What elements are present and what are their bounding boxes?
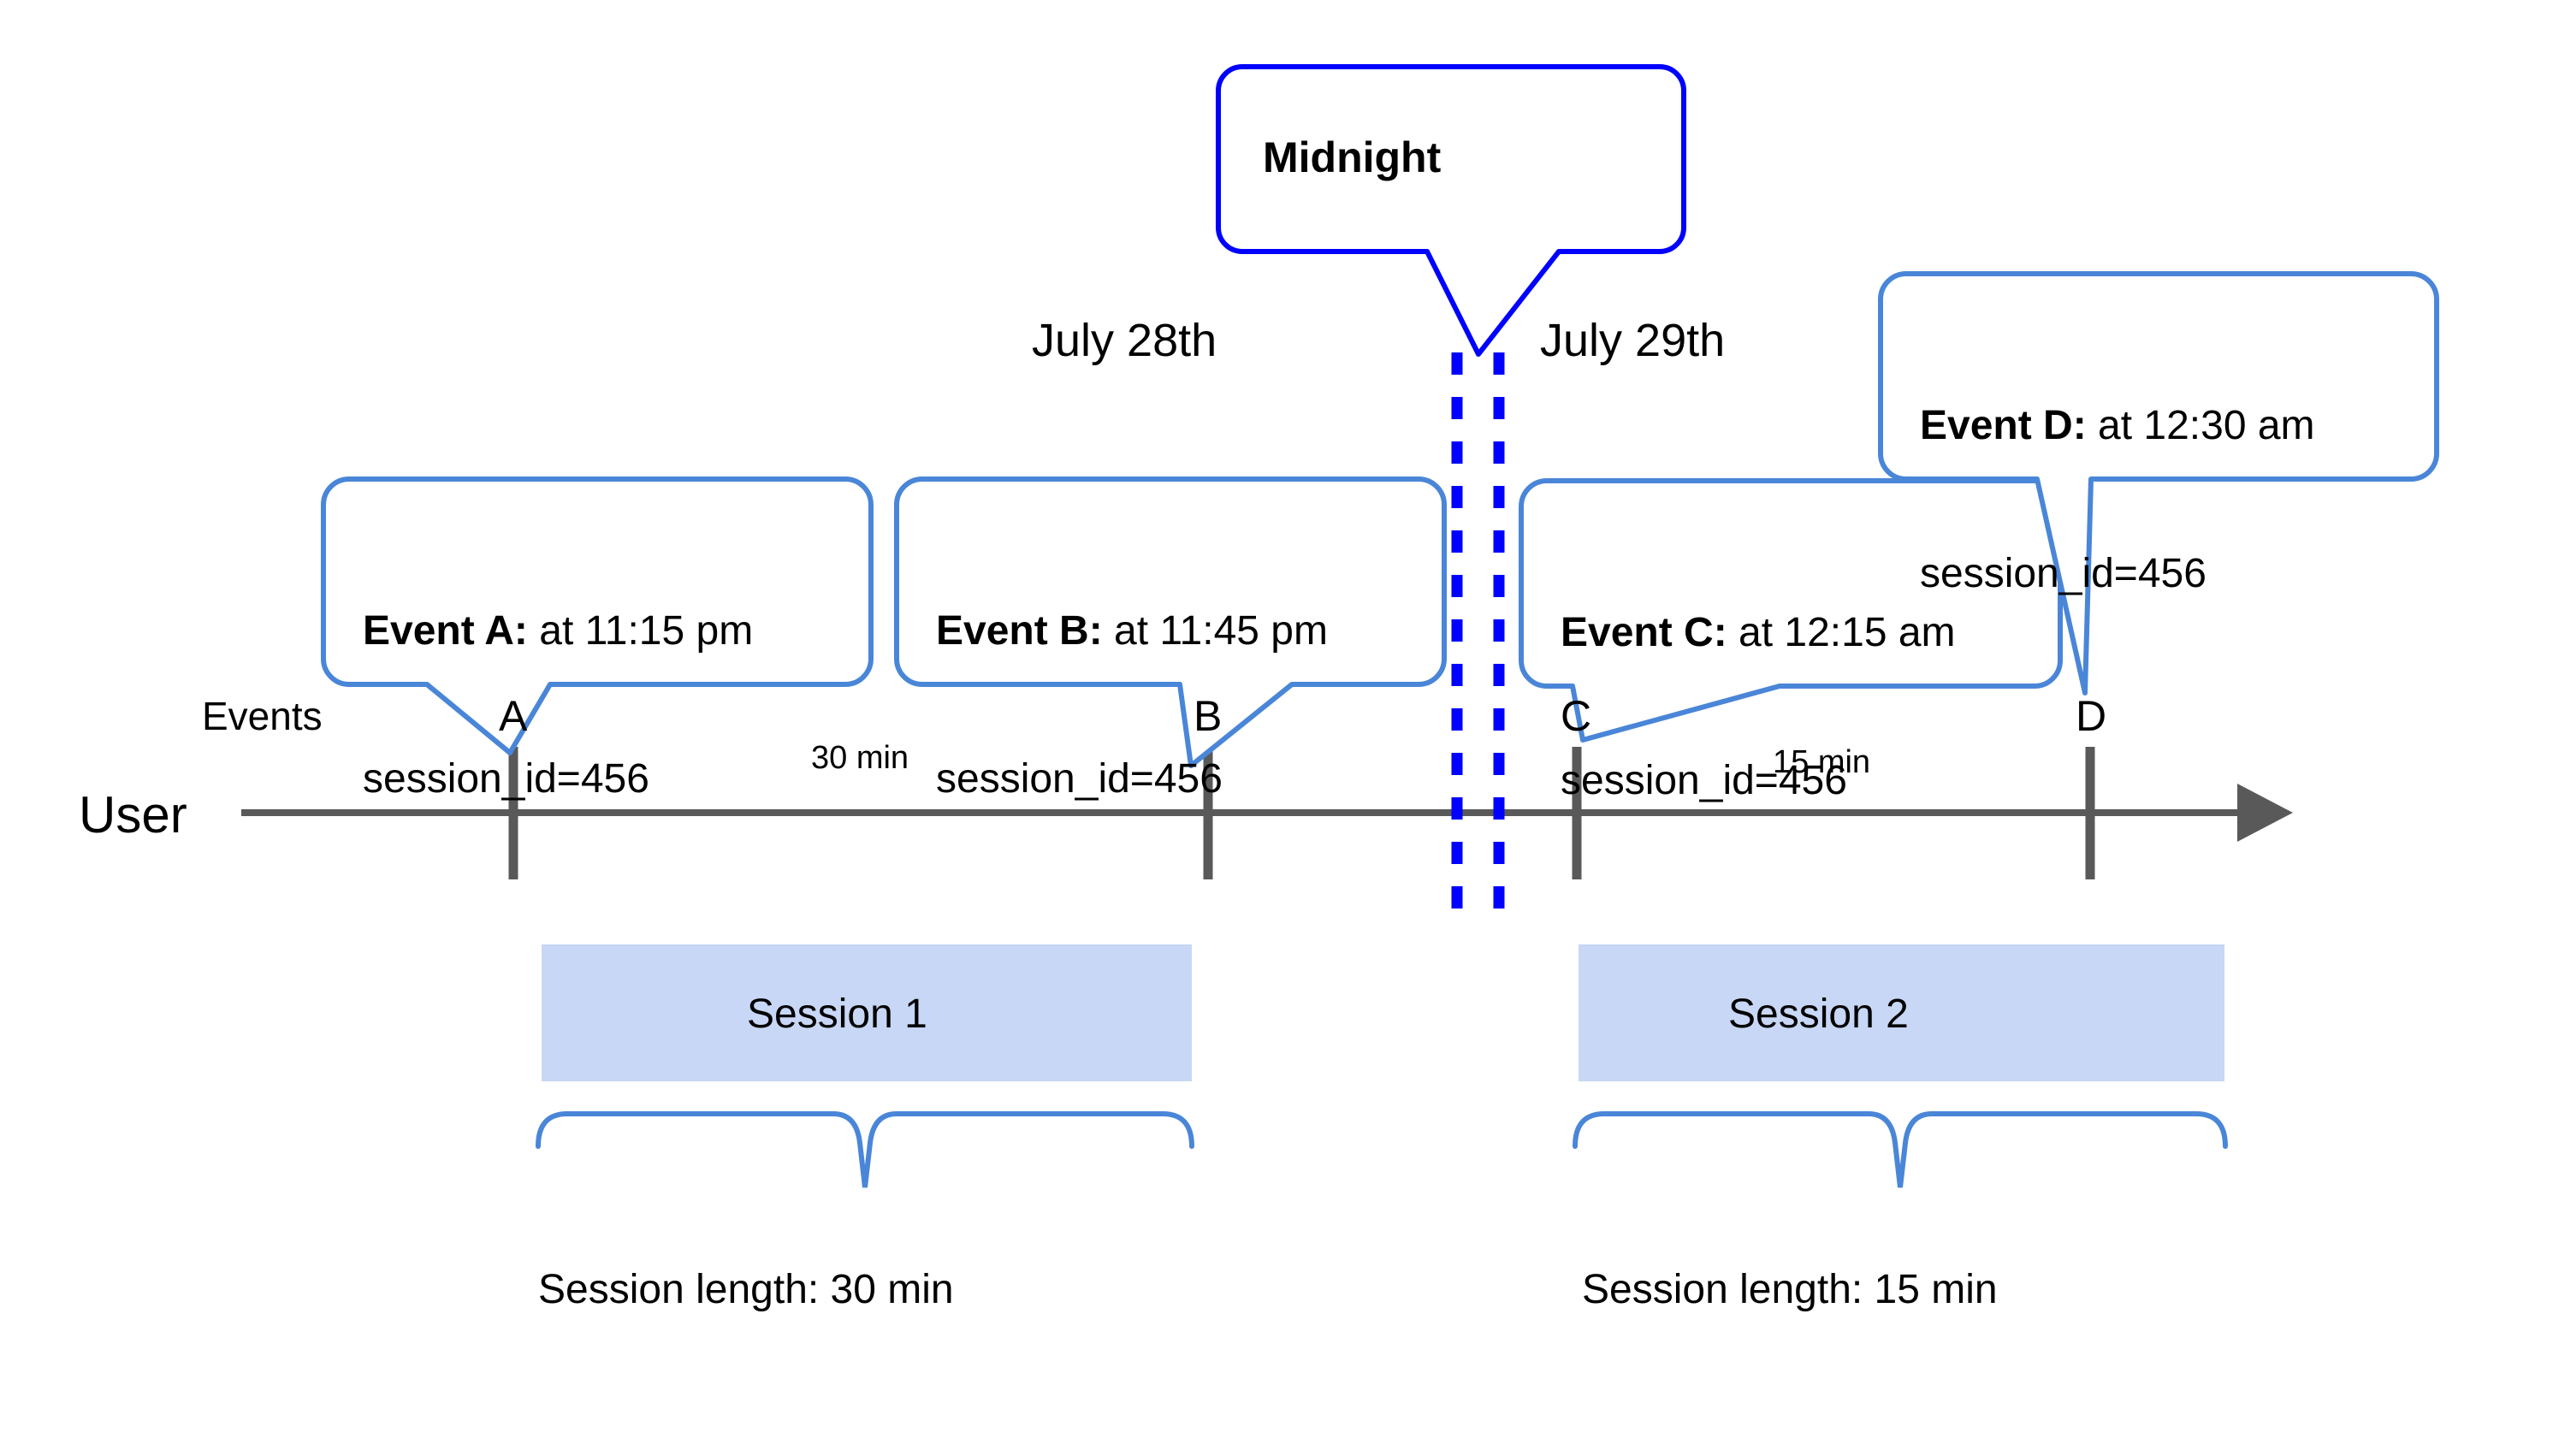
- date-label-july-28: July 28th: [1032, 315, 1217, 366]
- event-callout-session-id-B: session_id=456: [936, 755, 1223, 802]
- session-1-length-label: Session length: 30 min: [538, 1267, 954, 1312]
- event-callout-lead-A: Event A:: [363, 608, 528, 654]
- event-marker-label-D: D: [2076, 692, 2107, 740]
- event-callout-text-B: Event B: at 11:45 pm session_id=456: [936, 508, 1328, 903]
- event-callout-shape-A: [321, 476, 874, 755]
- event-callout-session-id-C: session_id=456: [1561, 757, 1847, 803]
- session-2-length-label: Session length: 15 min: [1582, 1267, 1998, 1312]
- duration-label-gap-cd: 15 min: [1773, 744, 1871, 780]
- event-marker-label-B: B: [1194, 692, 1223, 740]
- event-callout-detail-A: at 11:15 pm: [527, 608, 754, 654]
- session-1-label: Session 1: [747, 991, 927, 1037]
- event-callout-detail-D: at 12:30 am: [2086, 403, 2315, 449]
- timeline-axis-arrow-icon: [2237, 784, 2293, 842]
- event-callout-session-id-A: session_id=456: [363, 755, 649, 802]
- session-2-box: [1579, 944, 2224, 1081]
- lane-label-events: Events: [202, 694, 323, 738]
- event-callout-shape-B: [894, 476, 1447, 768]
- midnight-callout-label: Midnight: [1263, 133, 1442, 181]
- event-marker-label-A: A: [499, 692, 528, 740]
- event-callout-text-A: Event A: at 11:15 pm session_id=456: [363, 508, 753, 903]
- event-callout-lead-C: Event C:: [1561, 610, 1727, 656]
- midnight-callout-shape: [1216, 64, 1686, 357]
- session-1-box: [542, 944, 1192, 1081]
- event-callout-lead-B: Event B:: [936, 608, 1103, 654]
- event-callout-lead-D: Event D:: [1920, 403, 2087, 449]
- event-callout-session-id-D: session_id=456: [1920, 550, 2206, 596]
- lane-label-user: User: [79, 786, 187, 843]
- duration-label-gap-ab: 30 min: [811, 740, 909, 776]
- event-callout-text-D: Event D: at 12:30 am session_id=456: [1920, 303, 2315, 697]
- event-callout-text-C: Event C: at 12:15 am session_id=456: [1561, 510, 1956, 904]
- event-marker-label-C: C: [1561, 692, 1592, 740]
- event-callout-detail-B: at 11:45 pm: [1102, 608, 1328, 654]
- session-2-label: Session 2: [1728, 991, 1909, 1037]
- session-2-brace: [1573, 1111, 2228, 1188]
- event-callout-detail-C: at 12:15 am: [1727, 610, 1956, 656]
- event-callout-shape-D: [1878, 271, 2439, 695]
- session-1-brace: [536, 1111, 1194, 1188]
- date-label-july-29: July 29th: [1540, 315, 1726, 366]
